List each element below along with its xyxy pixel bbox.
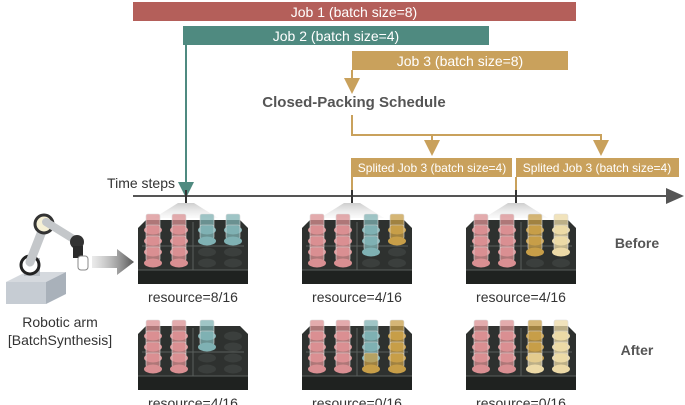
well-plate-tray [466, 319, 576, 390]
job-2-bar: Job 2 (batch size=4) [183, 26, 489, 45]
filled-well [308, 246, 326, 268]
filled-well [472, 352, 490, 374]
filled-well [362, 235, 380, 257]
filled-well [552, 352, 570, 374]
empty-well [198, 258, 216, 268]
row-label-before: Before [615, 235, 660, 251]
schedule-title: Closed-Packing Schedule [262, 94, 445, 111]
empty-well [198, 364, 216, 374]
job-1-bar: Job 1 (batch size=8) [133, 2, 576, 21]
split-job-1-label: Splited Job 3 (batch size=4) [358, 161, 506, 175]
robotic-arm-illustration [6, 213, 89, 304]
row-label-after: After [621, 342, 654, 358]
time-axis-label: Time steps [107, 175, 175, 191]
resource-label: resource=4/16 [148, 395, 238, 405]
filled-well [552, 235, 570, 257]
empty-well [224, 331, 242, 341]
filled-well [198, 330, 216, 352]
empty-well [198, 353, 216, 363]
filled-well [472, 246, 490, 268]
filled-well [498, 246, 516, 268]
tray-grid: resource=8/16 resource=4/16 resource=4/16 r… [138, 213, 576, 405]
robot-label-line2: [BatchSynthesis] [8, 332, 112, 348]
robot-label-line1: Robotic arm [22, 314, 97, 330]
filled-well [170, 246, 188, 268]
well-plate-tray [302, 319, 412, 390]
split-job-2-label: Splited Job 3 (batch size=4) [523, 161, 671, 175]
filled-well [198, 224, 216, 246]
filled-well [308, 352, 326, 374]
resource-label: resource=4/16 [312, 289, 402, 305]
empty-well [552, 258, 570, 268]
empty-well [224, 247, 242, 257]
filled-well [362, 352, 380, 374]
resource-label: resource=0/16 [312, 395, 402, 405]
well-plate-tray [466, 213, 576, 284]
resource-label: resource=8/16 [148, 289, 238, 305]
resource-label: resource=0/16 [476, 395, 566, 405]
filled-well [144, 352, 162, 374]
transfer-arrow [92, 249, 134, 275]
filled-well [526, 352, 544, 374]
job-3-label: Job 3 (batch size=8) [397, 53, 523, 69]
filled-well [224, 224, 242, 246]
job-1-label: Job 1 (batch size=8) [291, 4, 417, 20]
empty-well [224, 364, 242, 374]
filled-well [526, 235, 544, 257]
filled-well [334, 352, 352, 374]
empty-well [224, 353, 242, 363]
split-connectors [351, 115, 609, 156]
split-job-1-bar: Splited Job 3 (batch size=4) [351, 158, 512, 177]
filled-well [388, 224, 406, 246]
filled-well [334, 246, 352, 268]
empty-well [198, 247, 216, 257]
filled-well [170, 352, 188, 374]
split-job-2-bar: Splited Job 3 (batch size=4) [516, 158, 679, 177]
empty-well [526, 258, 544, 268]
filled-well [388, 352, 406, 374]
resource-label: resource=4/16 [476, 289, 566, 305]
empty-well [224, 342, 242, 352]
job-2-label: Job 2 (batch size=4) [273, 28, 399, 44]
well-plate-tray [138, 319, 248, 390]
well-plate-tray [138, 213, 248, 284]
filled-well [144, 246, 162, 268]
filled-well [498, 352, 516, 374]
empty-well [362, 258, 380, 268]
empty-well [388, 258, 406, 268]
well-plate-tray [302, 213, 412, 284]
empty-well [388, 247, 406, 257]
empty-well [224, 258, 242, 268]
time-ticks [185, 190, 517, 203]
job-3-bar: Job 3 (batch size=8) [352, 51, 568, 70]
